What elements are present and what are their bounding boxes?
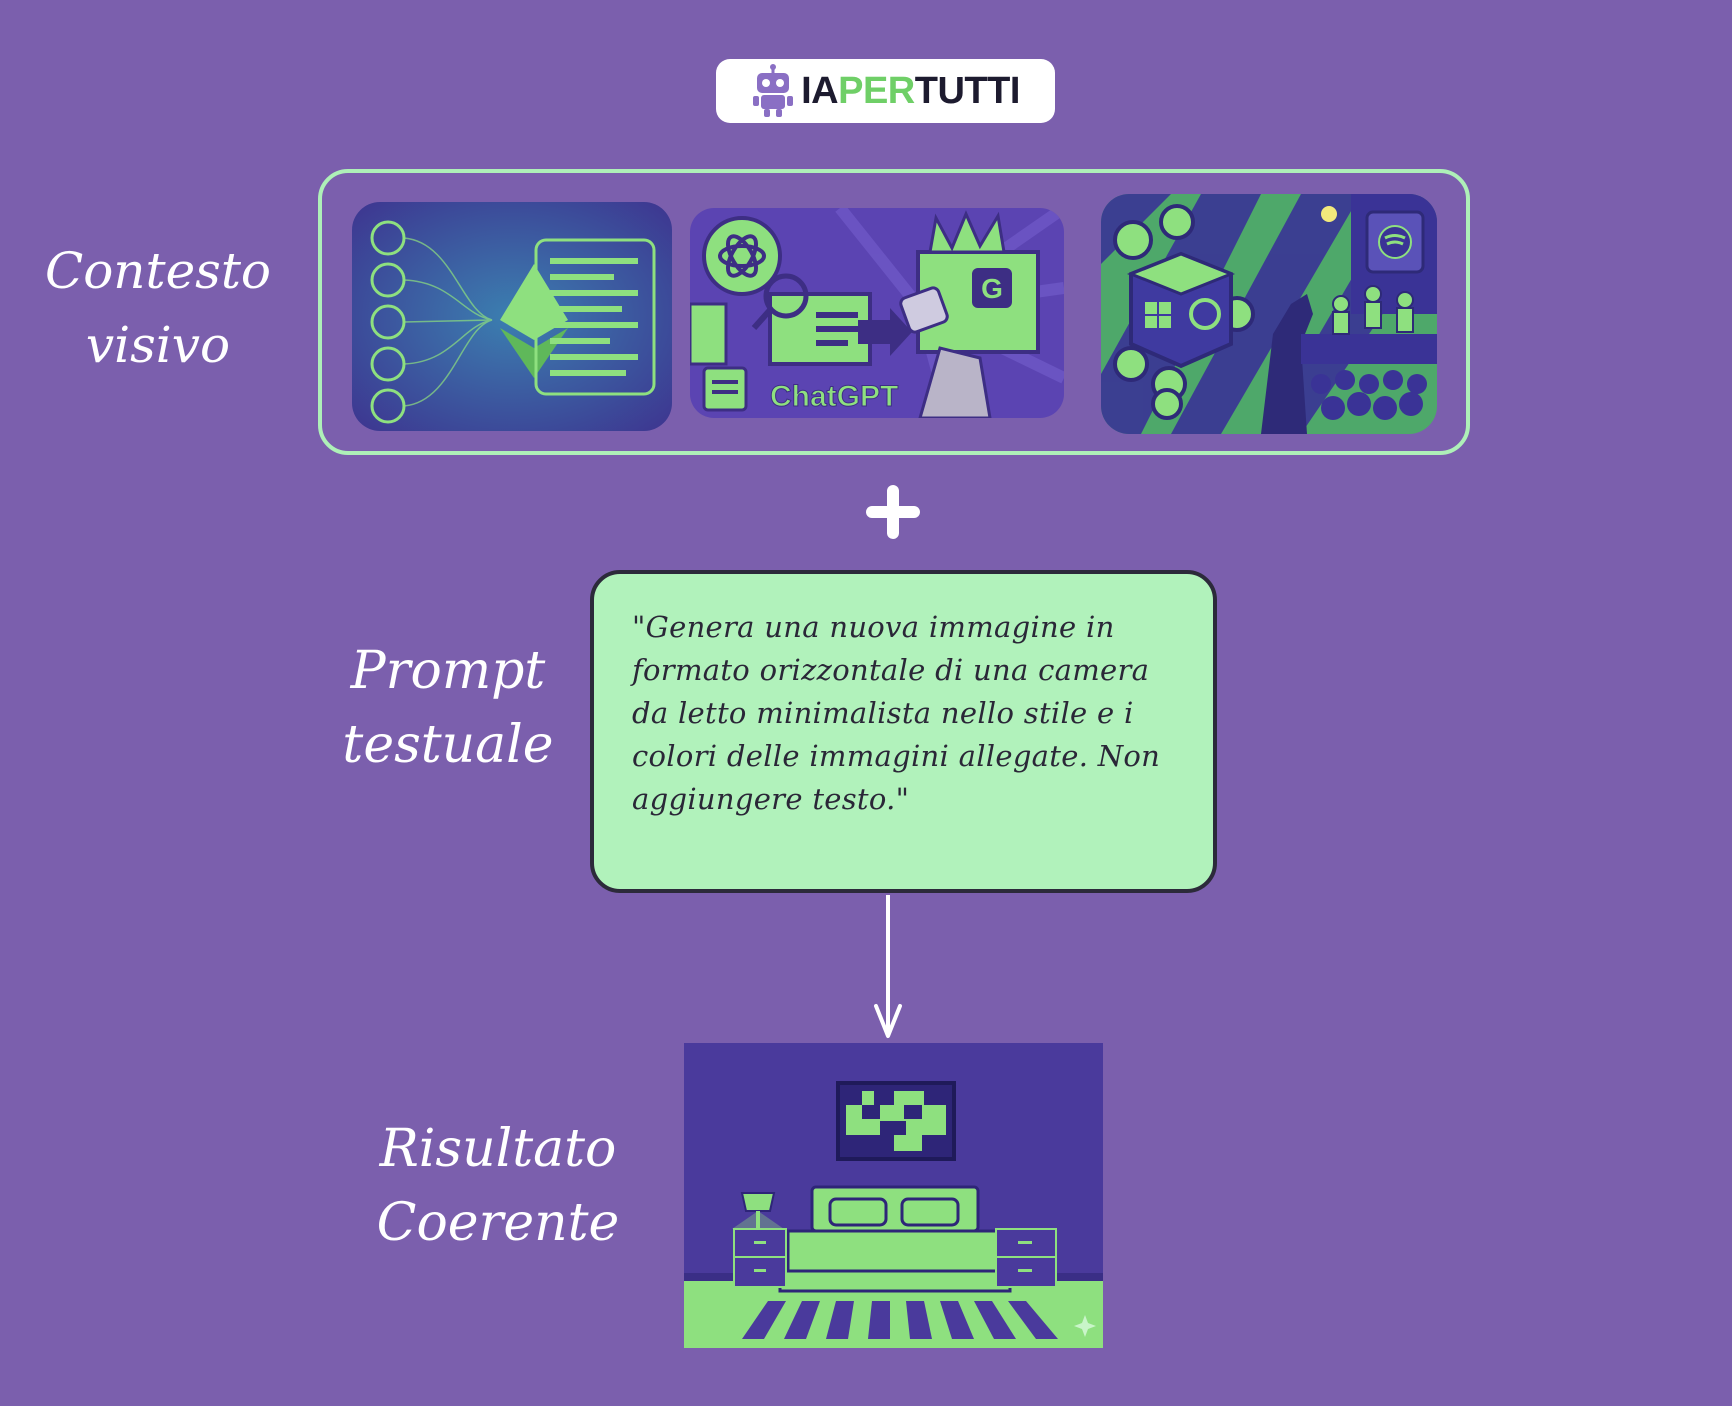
- g-badge-text: G: [981, 273, 1003, 304]
- thumbnail-apps-concert: [1101, 194, 1437, 434]
- context-frame: [318, 169, 1470, 455]
- logo-part-per: PER: [838, 69, 915, 112]
- flow-arrow-line: [886, 895, 890, 1035]
- logo-part-ia: IA: [801, 69, 839, 112]
- chatgpt-caption: ChatGPT: [770, 380, 898, 413]
- label-context: Contesto visivo: [44, 242, 272, 374]
- label-result: Risultato Coerente: [376, 1119, 620, 1253]
- thumbnail-chatgpt: G ChatGPT: [690, 208, 1064, 418]
- label-prompt: Prompt testuale: [342, 641, 554, 775]
- logo-part-tutti: TUTTI: [914, 69, 1021, 112]
- thumbnail-ethereum-flow: [352, 202, 672, 431]
- arrow-down-icon: [874, 1004, 902, 1038]
- prompt-box: "Genera una nuova immagine in formato or…: [590, 570, 1217, 893]
- result-image-bedroom: [684, 1043, 1103, 1348]
- prompt-text: "Genera una nuova immagine in formato or…: [632, 610, 1161, 816]
- logo-badge: IAPERTUTTI: [716, 59, 1055, 123]
- plus-icon: [887, 485, 899, 539]
- logo-wordmark: IAPERTUTTI: [801, 70, 1020, 113]
- robot-icon: [753, 64, 794, 117]
